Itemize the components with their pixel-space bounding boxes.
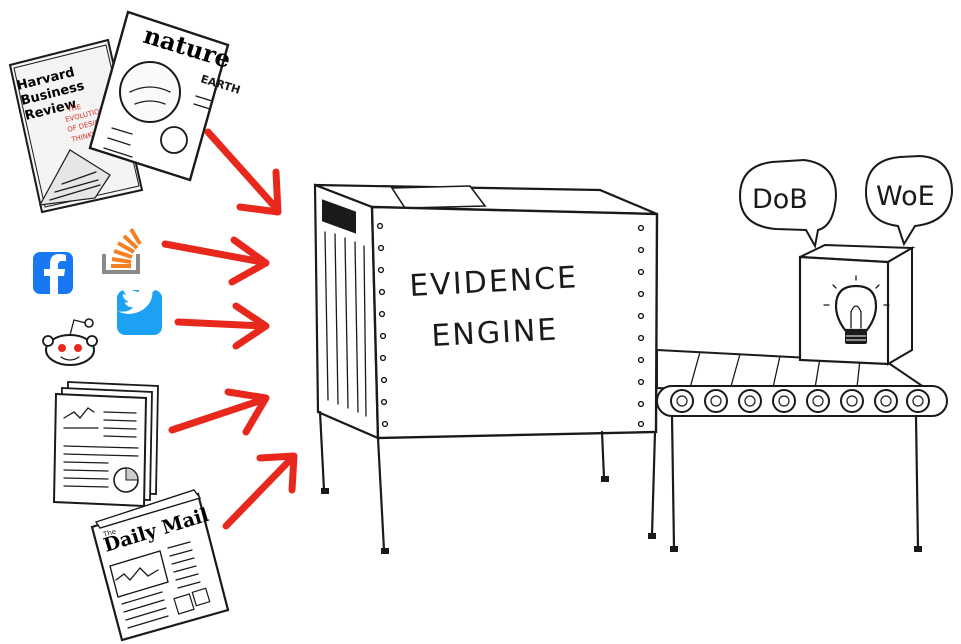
lightbulb-icon	[823, 275, 890, 344]
hbr-cover-1: THE	[66, 103, 82, 114]
output-bubble-dob: DoB	[738, 158, 838, 249]
evidence-engine-machine: EVIDENCE ENGINE	[313, 183, 659, 554]
arrow-from-magazines	[204, 128, 282, 216]
newspaper-icon: The Daily Mail	[90, 489, 230, 642]
arrow-from-stackoverflow	[161, 236, 270, 286]
arrow-from-newspaper	[222, 452, 298, 530]
output-bubble-woe: WoE	[864, 154, 954, 247]
daily-mail-the: The	[101, 527, 117, 539]
output-label-dob: DoB	[752, 184, 808, 215]
engine-input-slot	[390, 185, 487, 209]
twitter-icon	[117, 283, 162, 335]
reddit-icon	[42, 318, 98, 366]
facebook-icon	[33, 252, 73, 294]
arrow-from-twitter	[174, 302, 270, 350]
output-box	[798, 243, 916, 366]
nature-magazine: nature EARTH	[88, 10, 242, 182]
engine-label-line2: ENGINE	[431, 312, 560, 354]
arrow-from-reports	[168, 388, 270, 436]
conveyor-belt	[656, 348, 948, 552]
report-document-icon	[52, 381, 159, 508]
output-label-woe: WoE	[876, 181, 935, 212]
input-arrows	[161, 128, 298, 530]
stack-overflow-icon	[102, 227, 142, 274]
